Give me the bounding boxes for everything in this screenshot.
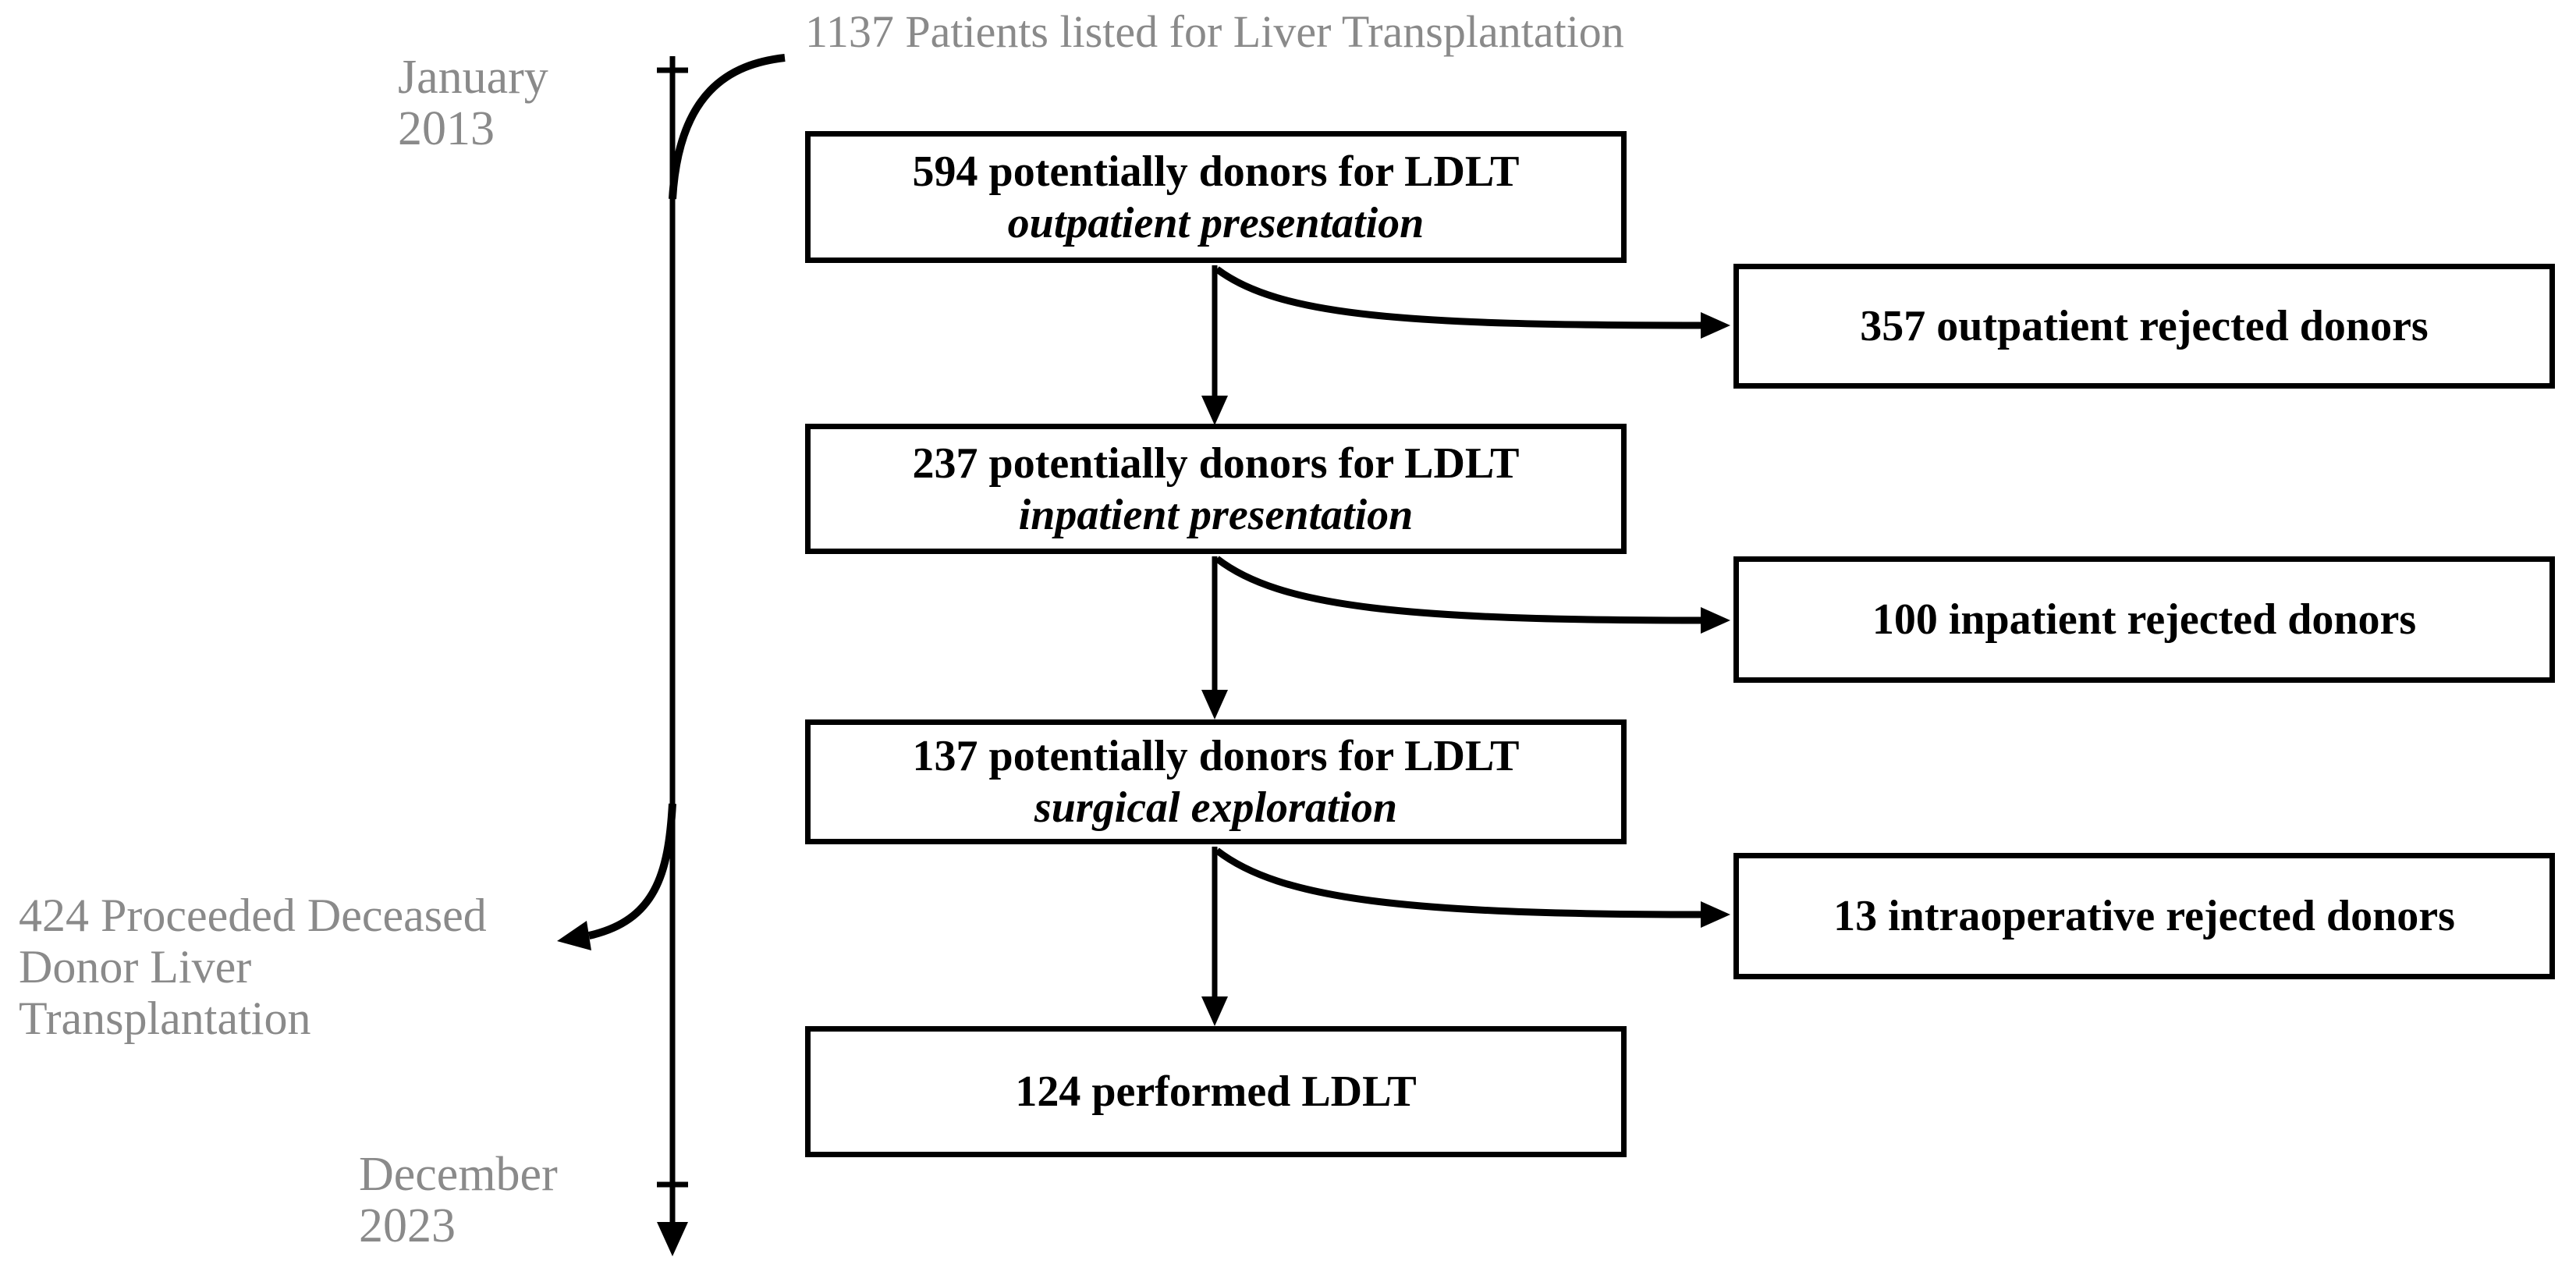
timeline-end-label: December 2023: [359, 1148, 558, 1252]
timeline-arrow: [657, 56, 688, 1256]
node-inpatient-rejected-label: 100 inpatient rejected donors: [1872, 595, 2417, 644]
ddlt-branch-label: 424 Proceeded Deceased Donor Liver Trans…: [19, 890, 487, 1044]
node-outpatient-rejected-label: 357 outpatient rejected donors: [1860, 302, 2429, 350]
node-outpatient-donors-count: 594 potentially donors for LDLT: [912, 147, 1520, 196]
connector-outpatient-to-inpatient: [1201, 265, 1228, 425]
node-intraoperative-rejected-label: 13 intraoperative rejected donors: [1833, 892, 2455, 940]
node-intraoperative-rejected: 13 intraoperative rejected donors: [1733, 853, 2555, 979]
node-inpatient-donors-sublabel: inpatient presentation: [1018, 490, 1414, 539]
title-to-timeline-curve: [669, 54, 786, 200]
node-outpatient-rejected: 357 outpatient rejected donors: [1733, 264, 2555, 389]
node-inpatient-rejected: 100 inpatient rejected donors: [1733, 556, 2555, 683]
node-outpatient-donors: 594 potentially donors for LDLT outpatie…: [805, 131, 1627, 263]
node-inpatient-donors: 237 potentially donors for LDLT inpatien…: [805, 424, 1627, 554]
node-surgical-exploration-count: 137 potentially donors for LDLT: [912, 732, 1520, 780]
timeline-to-ddlt-arrow: [557, 803, 676, 950]
node-outpatient-donors-sublabel: outpatient presentation: [1007, 198, 1425, 247]
branch-to-outpatient-rejected: [1215, 266, 1730, 339]
branch-to-intraoperative-rejected: [1215, 847, 1730, 928]
node-performed-ldlt-label: 124 performed LDLT: [1015, 1067, 1417, 1116]
node-inpatient-donors-count: 237 potentially donors for LDLT: [912, 439, 1520, 488]
node-surgical-exploration-sublabel: surgical exploration: [1034, 783, 1398, 832]
node-performed-ldlt: 124 performed LDLT: [805, 1026, 1627, 1157]
node-surgical-exploration: 137 potentially donors for LDLT surgical…: [805, 719, 1627, 844]
diagram-title: 1137 Patients listed for Liver Transplan…: [805, 6, 1624, 57]
connector-inpatient-to-surgical: [1201, 556, 1228, 719]
connector-surgical-to-performed: [1201, 847, 1228, 1026]
branch-to-inpatient-rejected: [1215, 556, 1730, 634]
timeline-start-label: January 2013: [398, 51, 548, 155]
